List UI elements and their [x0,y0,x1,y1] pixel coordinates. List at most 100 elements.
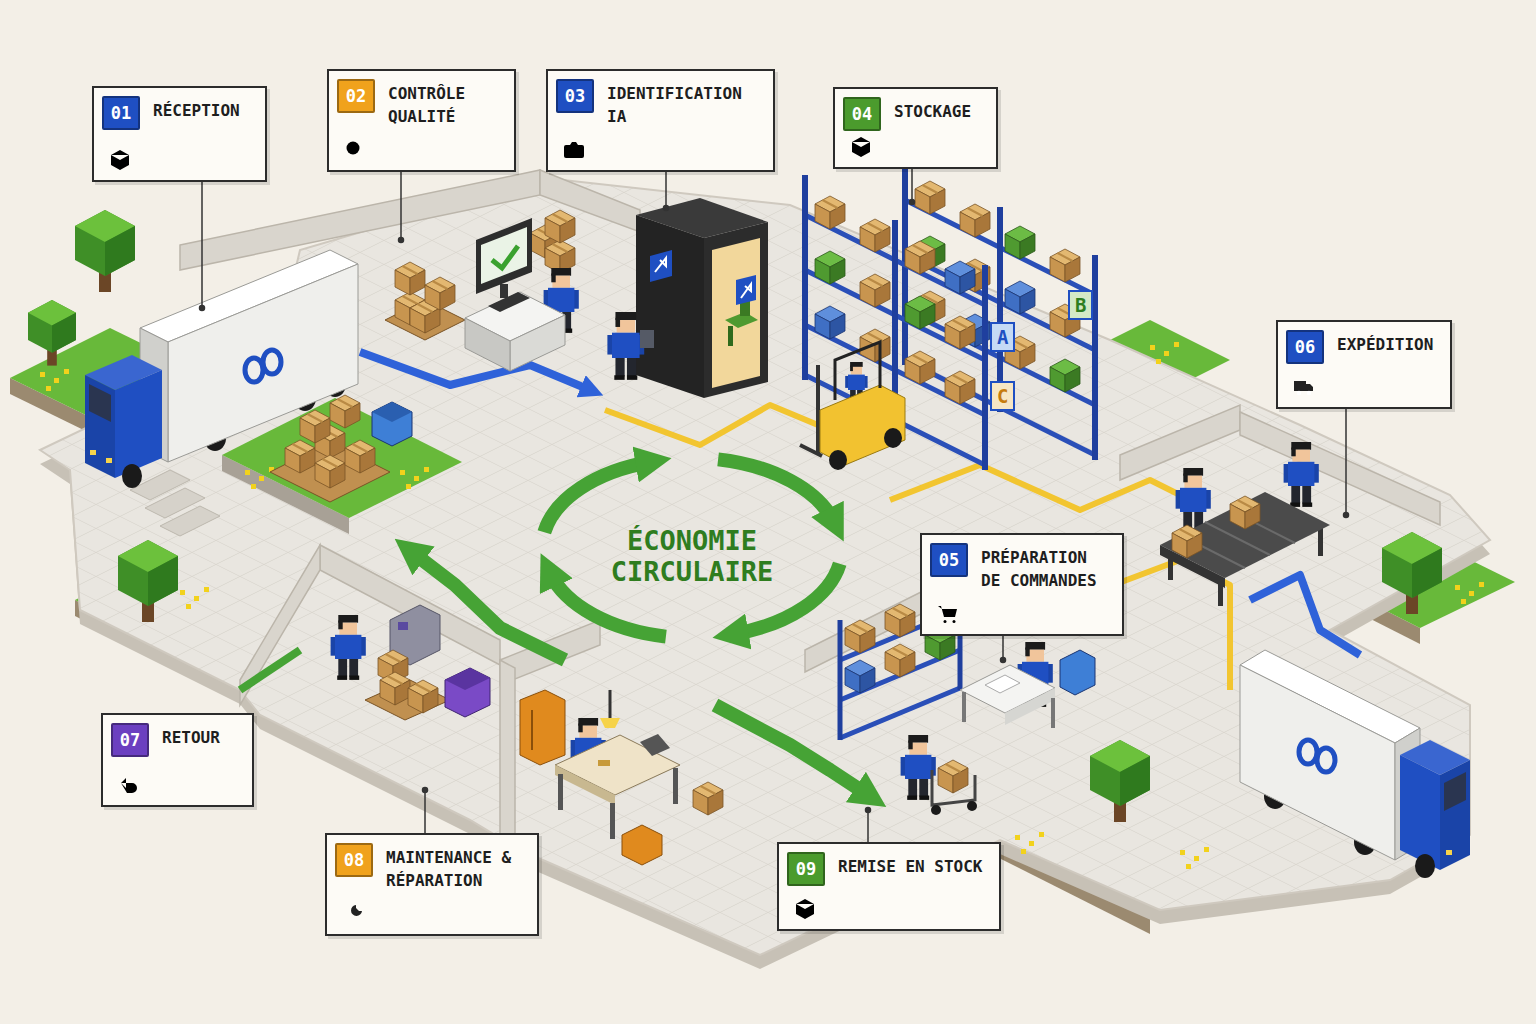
truck [1240,665,1395,860]
repair-workshop [600,718,620,728]
leader-line [910,200,915,205]
tree [1090,740,1150,822]
forklift [884,428,902,448]
callout-box: RÉCEPTION01 [92,86,267,182]
returns-area [445,668,490,717]
truck [122,464,142,488]
stairs [160,506,220,536]
step-icon [849,135,873,159]
leader-line [665,168,667,206]
step-icon [108,148,132,172]
step-icon [117,773,141,797]
step-title: PRÉPARATION DE COMMANDES [981,546,1106,592]
quality-control-desk [510,315,565,371]
storage-shelves [915,181,945,214]
storage-shelves [805,175,985,470]
storage-shelves [1005,226,1035,259]
repair-workshop [520,690,723,865]
quality-control-desk [425,277,455,310]
callout-box: RETOUR 07 [101,713,254,807]
stairs [130,470,220,536]
forklift [800,342,905,470]
step-number-badge: 07 [111,723,149,757]
ai-scanner-booth [636,215,704,398]
order-picking-area [1005,688,1055,725]
shipping-conveyor [1318,528,1323,556]
step-number-badge: 02 [337,79,375,113]
leader-line [200,168,1349,842]
center-title: ÉCONOMIE CIRCULAIRE [592,525,792,587]
forklift [829,450,847,470]
truck [90,450,96,455]
repair-workshop [555,735,680,795]
order-picking-area [838,620,843,740]
step-icon [796,899,814,919]
step-title: REMISE EN STOCK [838,855,985,878]
quality-control-desk [476,218,532,294]
step-title: CONTRÔLE QUALITÉ [388,82,498,128]
returns-area [408,680,438,713]
leader-line [399,238,404,243]
ai-scanner-booth [741,284,751,298]
callout-box: STOCKAGE04 [833,87,998,169]
warehouse-floor [40,178,1490,955]
quality-control-desk [488,292,530,312]
pallet-crates [300,410,330,443]
step-icon [562,138,586,162]
step-icon [938,606,957,623]
step-title: RETOUR [162,726,238,749]
truck [1317,748,1335,772]
storage-shelves [960,204,990,237]
storage-shelves [945,316,975,349]
shipping-conveyor [1160,442,1330,606]
order-picking-area [962,692,966,722]
step-number-badge: 04 [843,97,881,131]
pallet-crates [372,402,412,446]
storage-shelves [982,265,988,470]
truck [985,650,1470,878]
callout-box: PRÉPARATION DE COMMANDES05 [920,533,1124,636]
wall [240,545,320,705]
repair-workshop [531,710,533,750]
floor-arrow [240,650,300,690]
repair-workshop [520,690,565,765]
callout-box: IDENTIFICATION IA03 [546,69,775,172]
order-picking-area [885,604,915,637]
storage-shelves [945,261,975,294]
repair-workshop [555,765,615,805]
order-picking-area [931,805,941,815]
pallet-crates [315,455,345,488]
shelf-label: A [990,322,1015,352]
floor-arrow [360,352,590,390]
shipping-conveyor [1284,442,1319,507]
truck [1400,755,1440,870]
order-picking-area [840,688,960,738]
callout-number: 03 [565,81,585,111]
forklift [816,365,820,455]
floor-arrow [240,352,1360,795]
pallet-crates [285,440,315,473]
repair-workshop [609,690,612,720]
tree [40,369,69,391]
floor-arrow [715,705,868,795]
tree [28,210,1484,869]
floor-arrow [890,465,1180,510]
order-picking-area [932,770,975,805]
step-number-badge: 09 [787,852,825,886]
step-icon [936,602,960,626]
wall [180,170,1440,868]
pallet-crates [372,402,412,422]
shipping-conveyor [1205,522,1270,555]
leader-line [1001,658,1006,663]
step-icon [852,137,870,157]
order-picking-area [1060,650,1095,695]
truck [1440,760,1470,870]
order-picking-area [845,620,875,653]
shelf-label: C [990,381,1015,411]
wall [1120,405,1240,480]
pallet-crates [345,440,375,473]
warehouse-floor [40,178,1490,969]
circular-arrows [718,459,834,522]
truck [89,384,111,422]
